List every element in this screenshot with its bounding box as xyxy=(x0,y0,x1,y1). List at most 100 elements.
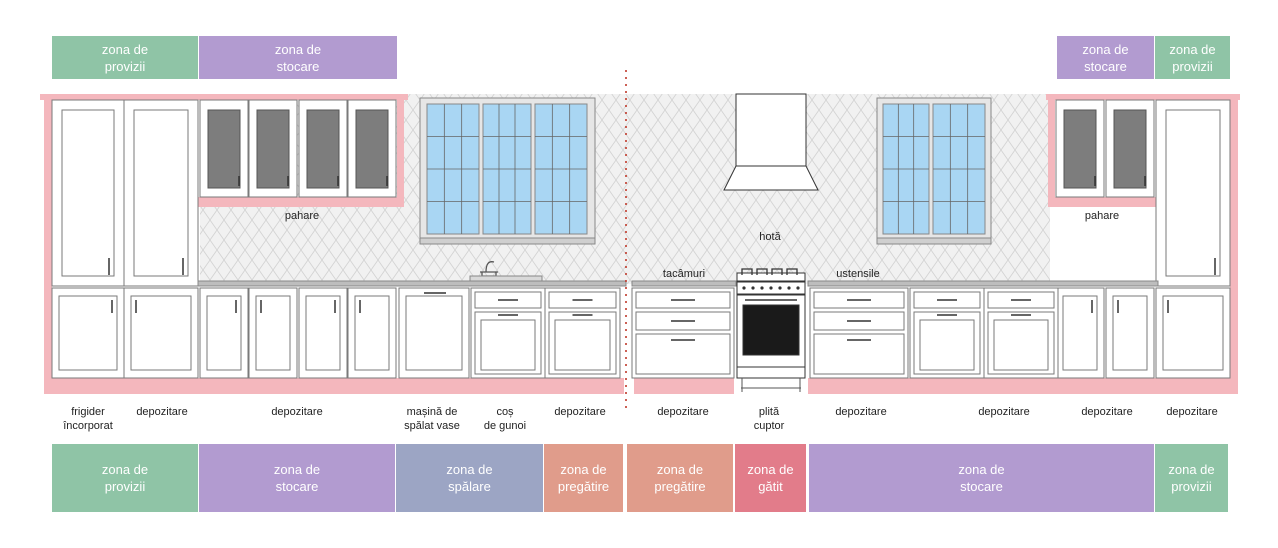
glass-cabinet-side-right xyxy=(1048,100,1055,200)
base-door-9 xyxy=(1155,287,1231,379)
cutlery-drawers-drawer-1 xyxy=(635,291,731,309)
plinth-left xyxy=(44,378,624,394)
top-zone-provizii-right: zona de provizii xyxy=(1155,36,1230,79)
label-frigider: frigider încorporat xyxy=(63,406,113,432)
label-plita: plită cuptor xyxy=(753,406,785,432)
top-zone-stocare-left: zona de stocare xyxy=(199,36,397,79)
storage-cabinet-2 xyxy=(983,287,1059,379)
base-door-6 xyxy=(347,287,397,379)
cutlery-drawers xyxy=(631,287,735,379)
tall-door-3-panel xyxy=(1165,109,1221,277)
tall-door-1-panel xyxy=(61,109,115,277)
oven-window xyxy=(742,304,800,356)
utensil-drawers-drawer-1 xyxy=(813,291,905,309)
label-masina: mașină de spălat vase xyxy=(404,406,460,432)
glass-door-4-glass xyxy=(355,109,389,189)
tall-door-2 xyxy=(123,99,199,287)
crown-right xyxy=(1046,94,1240,100)
glass-door-1-glass xyxy=(207,109,241,189)
base-door-8-panel xyxy=(1112,295,1148,371)
stove-knob xyxy=(787,286,791,290)
glass-door-3-glass xyxy=(306,109,340,189)
burner-grate xyxy=(786,268,798,275)
stove-knob xyxy=(742,286,746,290)
tall-pantry-left-edge xyxy=(44,96,52,392)
plinth-middle xyxy=(634,378,734,394)
base-door-4 xyxy=(248,287,298,379)
trash-cabinet-door xyxy=(474,311,542,375)
countertop-middle xyxy=(631,280,737,287)
glass-door-2-glass xyxy=(256,109,290,189)
glass-cabinet-shelf-right xyxy=(1048,197,1156,207)
tall-door-1 xyxy=(51,99,125,287)
base-door-9-panel xyxy=(1162,295,1224,371)
crown-left xyxy=(40,94,408,100)
prep-cabinet-door xyxy=(548,311,617,375)
glass-door-6-glass xyxy=(1113,109,1147,189)
bottom-zone-spalare: zona de spălare xyxy=(396,444,543,512)
tall-door-2-panel xyxy=(133,109,189,277)
storage-cabinet-1-drawer xyxy=(913,291,981,309)
storage-cabinet-2-drawer xyxy=(987,291,1055,309)
bottom-zone-pregatire-left: zona de pregătire xyxy=(544,444,623,512)
utensil-drawers-drawer-2 xyxy=(813,311,905,331)
bottom-zone-stocare-right: zona de stocare xyxy=(809,444,1154,512)
base-door-3-panel xyxy=(206,295,242,371)
base-door-2 xyxy=(123,287,199,379)
burner-grate xyxy=(741,268,753,275)
label-depozitare-3: depozitare xyxy=(554,406,606,418)
sink-rim xyxy=(469,275,543,282)
glass-cabinet-shelf-left xyxy=(198,197,404,207)
prep-cabinet-drawer xyxy=(548,291,617,309)
storage-cabinet-1 xyxy=(909,287,985,379)
base-door-1 xyxy=(51,287,125,379)
top-zone-stocare-right: zona de stocare xyxy=(1057,36,1154,79)
base-door-4-panel xyxy=(255,295,291,371)
bottom-zone-provizii-right: zona de provizii xyxy=(1155,444,1228,512)
hood-canopy xyxy=(723,165,819,191)
label-depozitare-7: depozitare xyxy=(1081,406,1133,418)
stove-knob xyxy=(778,286,782,290)
countertop-right xyxy=(807,280,1159,287)
label-depozitare-1: depozitare xyxy=(136,406,188,418)
base-door-2-panel xyxy=(130,295,192,371)
label-tacamuri: tacâmuri xyxy=(662,268,706,280)
oven-drawer xyxy=(736,366,806,379)
stove-knob xyxy=(751,286,755,290)
bottom-zone-provizii-left: zona de provizii xyxy=(52,444,198,512)
storage-cabinet-2-door-panel xyxy=(993,319,1049,371)
tall-door-3 xyxy=(1155,99,1231,287)
glass-cabinet-side-left xyxy=(397,100,404,200)
base-door-6-panel xyxy=(354,295,390,371)
cooktop-grates xyxy=(736,272,806,282)
tall-pantry-right-edge xyxy=(1230,96,1238,392)
trash-cabinet xyxy=(470,287,546,379)
utensil-drawers xyxy=(809,287,909,379)
plinth-right xyxy=(808,378,1238,394)
stove-knob xyxy=(769,286,773,290)
label-depozitare-4: depozitare xyxy=(657,406,709,418)
countertop-left xyxy=(197,280,627,287)
label-depozitare-8: depozitare xyxy=(1166,406,1218,418)
trash-cabinet-drawer xyxy=(474,291,542,309)
prep-cabinet-door-panel xyxy=(554,319,611,371)
bottom-zone-gatit: zona de gătit xyxy=(735,444,806,512)
trash-cabinet-door-panel xyxy=(480,319,536,371)
base-door-7-panel xyxy=(1062,295,1098,371)
base-door-1-panel xyxy=(58,295,118,371)
base-door-5-panel xyxy=(305,295,341,371)
glass-door-5-glass xyxy=(1063,109,1097,189)
storage-cabinet-2-door xyxy=(987,311,1055,375)
label-ustensile: ustensile xyxy=(836,268,880,280)
label-depozitare-6: depozitare xyxy=(978,406,1030,418)
label-cos: coș de gunoi xyxy=(483,406,527,432)
label-depozitare-5: depozitare xyxy=(835,406,887,418)
bottom-zone-stocare-left: zona de stocare xyxy=(199,444,395,512)
cutlery-drawers-drawer-2 xyxy=(635,311,731,331)
hood-chimney xyxy=(735,93,807,167)
cutlery-drawers-drawer-3 xyxy=(635,333,731,375)
base-door-7 xyxy=(1055,287,1105,379)
burner-grate xyxy=(756,268,768,275)
base-door-5 xyxy=(298,287,348,379)
